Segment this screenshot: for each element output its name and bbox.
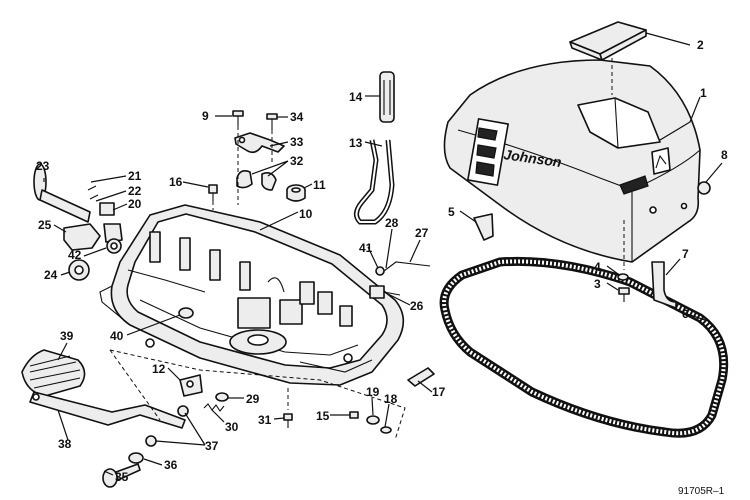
callout-22: 22 [128,184,142,198]
callout-31: 31 [258,413,272,427]
grommet-29 [215,392,229,402]
callout-2: 2 [697,38,704,52]
fitting-17 [407,367,435,387]
screw-34 [266,113,278,130]
callout-7: 7 [682,247,689,261]
callout-9: 9 [202,109,209,123]
callout-35: 35 [115,470,129,484]
washer-42 [106,238,122,254]
callout-32: 32 [290,154,304,168]
washer-18-19 [366,415,392,434]
bracket-5 [473,213,494,241]
callout-18: 18 [384,392,398,406]
callout-23: 23 [36,159,50,173]
bracket-7 [651,261,677,309]
cover-hatch [569,21,647,61]
screw-3 [618,287,630,302]
callout-36: 36 [164,458,178,472]
screw-31 [283,413,293,428]
clamp-33 [234,132,285,154]
callout-8: 8 [721,148,728,162]
screw-15 [349,411,359,419]
callout-21: 21 [128,169,142,183]
callout-39: 39 [60,329,74,343]
assembly-lines [109,58,625,441]
bolt-35 [102,463,141,488]
callout-34: 34 [290,110,304,124]
callout-20: 20 [128,197,142,211]
grommet-40 [178,307,194,319]
callout-25: 25 [38,218,52,232]
choke-parts-25-23 [33,163,123,251]
grommet-32 [236,170,277,191]
callout-11: 11 [313,178,326,192]
callout-5: 5 [448,205,455,219]
callout-26: 26 [410,299,424,313]
grommet-11 [286,184,306,202]
grommet-8 [697,181,711,195]
callout-13: 13 [349,136,363,150]
callout-19: 19 [366,385,380,399]
callout-40: 40 [110,329,124,343]
callout-37: 37 [205,439,219,453]
callout-6: 6 [682,307,689,321]
callout-3: 3 [594,277,601,291]
callout-27: 27 [415,226,429,240]
cover-seal [439,256,729,438]
motor-cover: Johnson [443,59,701,263]
fuel-connector-26-28-41 [369,261,431,299]
callout-leaders [43,32,723,476]
callout-33: 33 [290,135,304,149]
callout-28: 28 [385,216,399,230]
screw-9 [232,110,244,126]
callout-1: 1 [700,86,707,100]
washer-4 [617,273,629,281]
tiller-grip-39 [21,349,86,397]
callout-12: 12 [152,362,166,376]
washer-36 [128,452,144,464]
callout-30: 30 [225,420,239,434]
spring-30 [203,403,225,412]
bottom-pan [99,204,405,386]
callout-38: 38 [58,437,72,451]
pan-bolt-16 [208,184,218,201]
fuel-hose-13 [354,139,395,225]
tiller-arm-38 [29,391,186,429]
callout-10: 10 [299,207,313,221]
callout-16: 16 [169,175,183,189]
callout-17: 17 [432,385,446,399]
callout-4: 4 [594,260,601,274]
callout-14: 14 [349,90,363,104]
callout-29: 29 [246,392,260,406]
callout-24: 24 [44,268,58,282]
callout-labels: 1 2 3 4 5 6 7 8 9 10 11 12 13 14 15 16 1… [36,38,728,484]
callout-15: 15 [316,409,330,423]
sleeve-14 [379,71,395,123]
catalog-number: 91705R–1 [678,486,725,497]
link-12 [179,374,203,397]
callout-42: 42 [68,248,82,262]
knob-24 [68,259,90,281]
callout-41: 41 [359,241,373,255]
